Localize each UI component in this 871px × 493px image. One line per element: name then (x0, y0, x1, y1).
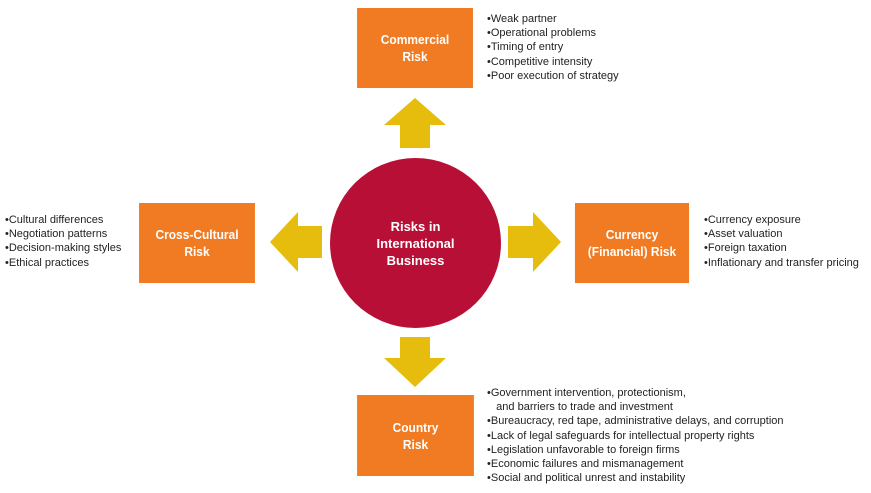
arrow-right-icon (508, 212, 561, 272)
center-label: Risks in International Business (376, 218, 455, 268)
list-item: Legislation unfavorable to foreign firms (487, 443, 784, 457)
arrow-left-icon (270, 212, 322, 272)
arrow-down-icon (384, 337, 446, 387)
country-risk-box: Country Risk (357, 395, 474, 476)
commercial-risk-label: Commercial Risk (380, 32, 450, 64)
list-item: Foreign taxation (704, 241, 859, 255)
cross-cultural-risk-label: Cross-Cultural Risk (155, 227, 239, 259)
list-item: Economic failures and mismanagement (487, 457, 784, 471)
list-item: Weak partner (487, 12, 619, 26)
commercial-risk-box: Commercial Risk (357, 8, 473, 88)
list-item: Lack of legal safeguards for intellectua… (487, 429, 784, 443)
arrow-up-icon (384, 98, 446, 148)
list-item: Cultural differences (5, 213, 121, 227)
currency-risk-box: Currency (Financial) Risk (574, 203, 690, 283)
list-item: Currency exposure (704, 213, 859, 227)
list-item: Social and political unrest and instabil… (487, 471, 784, 485)
list-item: Ethical practices (5, 256, 121, 270)
country-risk-list: Government intervention, protectionism, … (487, 386, 784, 485)
currency-risk-list: Currency exposure Asset valuation Foreig… (704, 213, 859, 270)
list-item: Competitive intensity (487, 55, 619, 69)
list-item: Poor execution of strategy (487, 69, 619, 83)
currency-risk-label: Currency (Financial) Risk (587, 227, 677, 259)
list-item: Operational problems (487, 26, 619, 40)
list-item: Timing of entry (487, 40, 619, 54)
list-item: Government intervention, protectionism, (487, 386, 784, 400)
list-item-continuation: and barriers to trade and investment (496, 401, 673, 414)
list-item: Asset valuation (704, 227, 859, 241)
center-risks-circle: Risks in International Business (330, 158, 501, 328)
cross-cultural-risk-box: Cross-Cultural Risk (139, 203, 255, 283)
list-item: Decision-making styles (5, 241, 121, 255)
country-risk-label: Country Risk (392, 419, 439, 452)
list-item: Negotiation patterns (5, 227, 121, 241)
list-item: Inflationary and transfer pricing (704, 256, 859, 270)
cross-cultural-risk-list: Cultural differences Negotiation pattern… (5, 213, 121, 270)
list-item: Bureaucracy, red tape, administrative de… (487, 414, 784, 428)
commercial-risk-list: Weak partner Operational problems Timing… (487, 12, 619, 83)
